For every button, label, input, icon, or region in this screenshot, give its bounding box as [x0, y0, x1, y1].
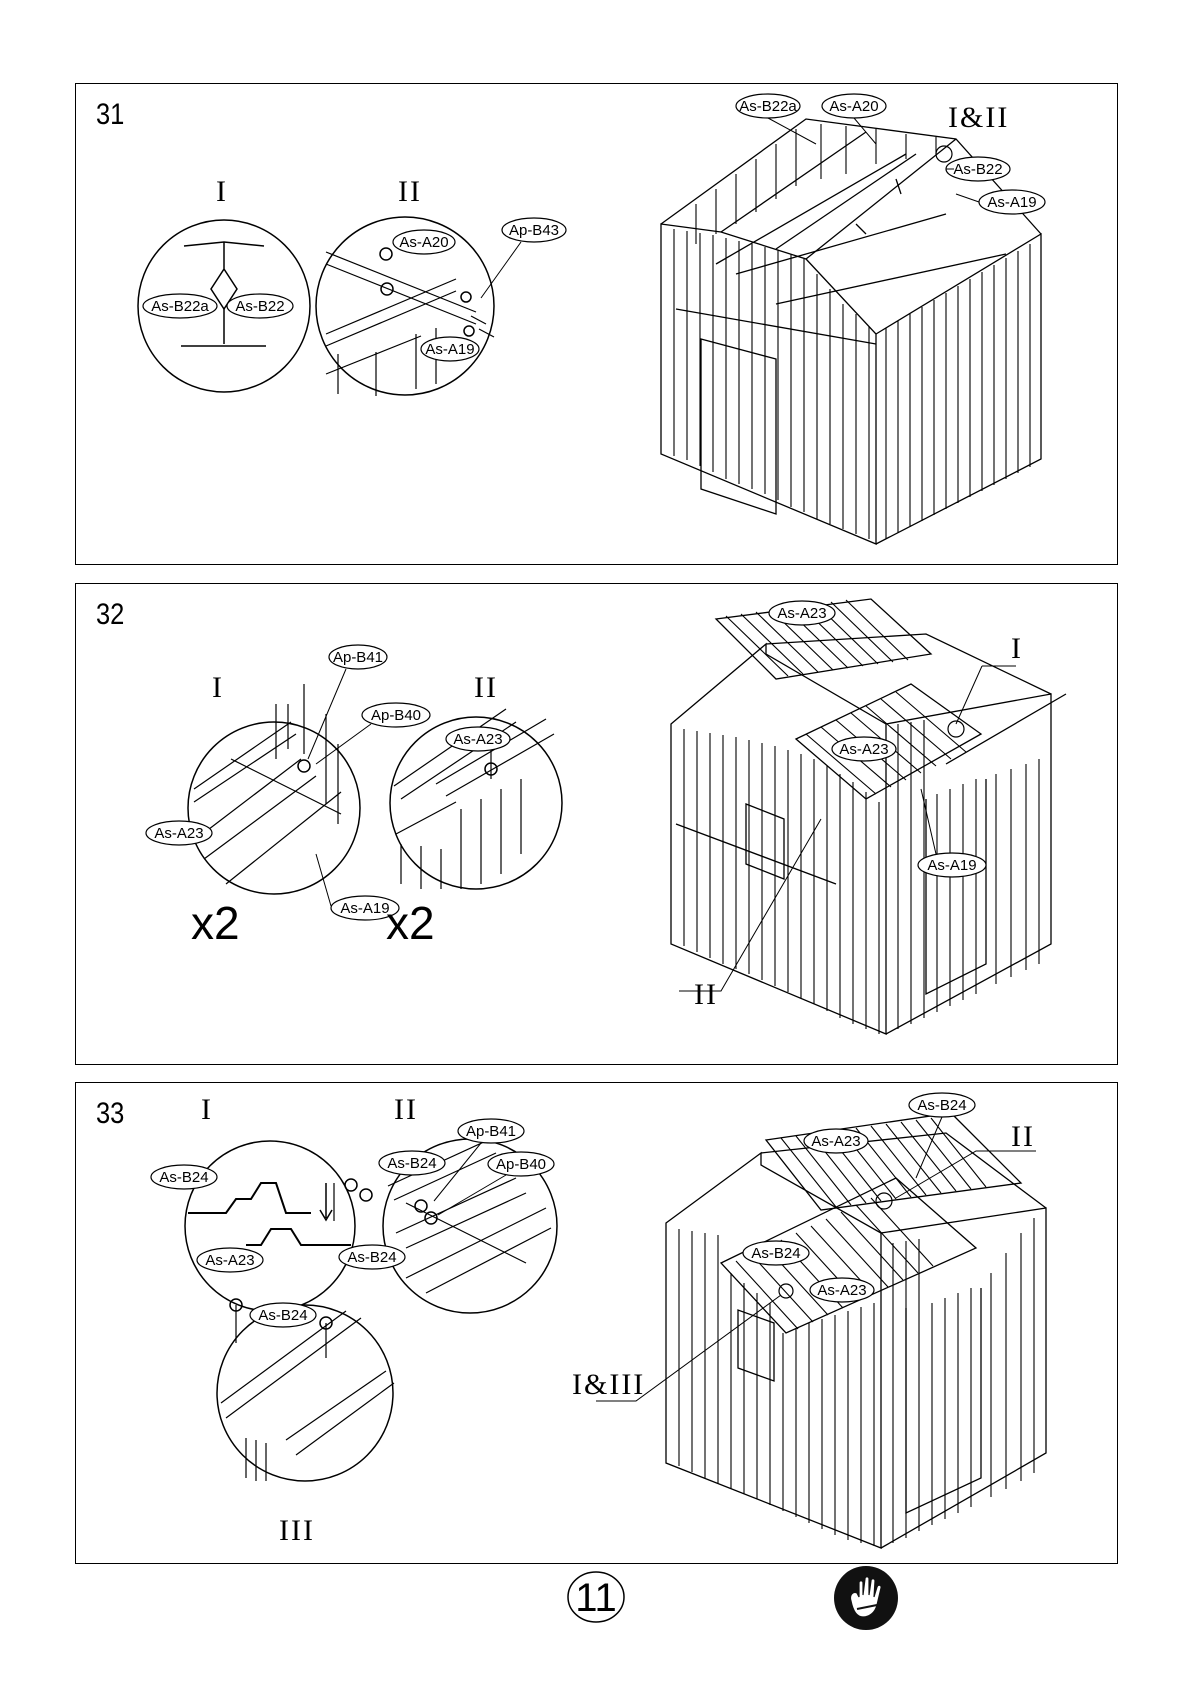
callout-combo-label: I&III — [572, 1368, 645, 1401]
step-33-panel: As-B24 As-A23 I As-B24 Ap-B41 Ap-B40 As-… — [75, 1082, 1118, 1564]
shed-wall-stripes — [674, 124, 1030, 539]
glove-icon — [833, 1565, 899, 1631]
label-as-b24-roof-top: As-B24 — [917, 1097, 966, 1114]
label-as-a20-main: As-A20 — [829, 98, 878, 115]
page-number-badge: 11 — [566, 1570, 626, 1624]
detail-combo-label: I&II — [948, 101, 1009, 134]
page-number: 11 — [575, 1576, 617, 1620]
step-31-drawing: As-B22a As-B22 I As-A20 Ap-B43 As-A19 II — [76, 84, 1119, 566]
label-as-a23-roof-top: As-A23 — [811, 1133, 860, 1150]
step-32-drawing: Ap-B41 Ap-B40 As-A23 As-A19 I x2 As-A23 … — [76, 584, 1119, 1066]
step-33-drawing: As-B24 As-A23 I As-B24 Ap-B41 Ap-B40 As-… — [76, 1083, 1119, 1565]
detail-ii-label: II — [474, 671, 498, 704]
label-as-a23-detail-ii: As-A23 — [453, 731, 502, 748]
shed-roof-drawing — [671, 599, 1066, 1034]
multiplier-left: x2 — [191, 897, 240, 949]
label-as-a19-main: As-A19 — [927, 857, 976, 874]
label-as-b22a-main: As-B22a — [739, 98, 797, 115]
label-as-a19-main: As-A19 — [987, 194, 1036, 211]
detail-iii-label: III — [279, 1514, 315, 1547]
label-as-a23-roof-front: As-A23 — [839, 741, 888, 758]
step-32-panel: Ap-B41 Ap-B40 As-A23 As-A19 I x2 As-A23 … — [75, 583, 1118, 1065]
label-as-a23-detail-i: As-A23 — [205, 1252, 254, 1269]
label-as-b22-main: As-B22 — [953, 161, 1002, 178]
step-number: 32 — [96, 598, 124, 632]
step-number: 31 — [96, 98, 124, 132]
label-as-a19-detail: As-A19 — [425, 341, 474, 358]
label-as-a20-detail: As-A20 — [399, 234, 448, 251]
label-as-b24-detail-ii: As-B24 — [387, 1155, 436, 1172]
detail-i-label: I — [201, 1093, 213, 1126]
callout-ii-label: II — [694, 978, 718, 1011]
label-ap-b41: Ap-B41 — [333, 649, 383, 666]
label-as-b22a-detail: As-B22a — [151, 298, 209, 315]
label-as-b24-roof-front: As-B24 — [751, 1245, 800, 1262]
label-as-a19-detail: As-A19 — [340, 900, 389, 917]
label-ap-b43: Ap-B43 — [509, 222, 559, 239]
step-31-panel: As-B22a As-B22 I As-A20 Ap-B43 As-A19 II — [75, 83, 1118, 565]
label-ap-b40: Ap-B40 — [371, 707, 421, 724]
step-number: 33 — [96, 1097, 124, 1131]
detail-ii-label: II — [398, 175, 422, 208]
label-ap-b40: Ap-B40 — [496, 1156, 546, 1173]
label-as-a23-roof-top: As-A23 — [777, 605, 826, 622]
label-as-a23-detail-i: As-A23 — [154, 825, 203, 842]
shed-frame-drawing — [661, 119, 1041, 544]
callout-ii-label: II — [1011, 1120, 1035, 1153]
label-as-b24-detail-ii-lower: As-B24 — [347, 1249, 396, 1266]
label-as-b22-detail: As-B22 — [235, 298, 284, 315]
detail-i-label: I — [212, 671, 224, 704]
label-as-a23-roof-front: As-A23 — [817, 1282, 866, 1299]
shed-full-roof-drawing — [666, 1113, 1046, 1548]
label-as-b24-detail-i: As-B24 — [159, 1169, 208, 1186]
label-ap-b41: Ap-B41 — [466, 1123, 516, 1140]
callout-i-label: I — [1011, 632, 1023, 665]
detail-ii-label: II — [394, 1093, 418, 1126]
multiplier-right: x2 — [386, 897, 435, 949]
detail-i-label: I — [216, 175, 228, 208]
label-as-b24-detail-iii: As-B24 — [258, 1307, 307, 1324]
